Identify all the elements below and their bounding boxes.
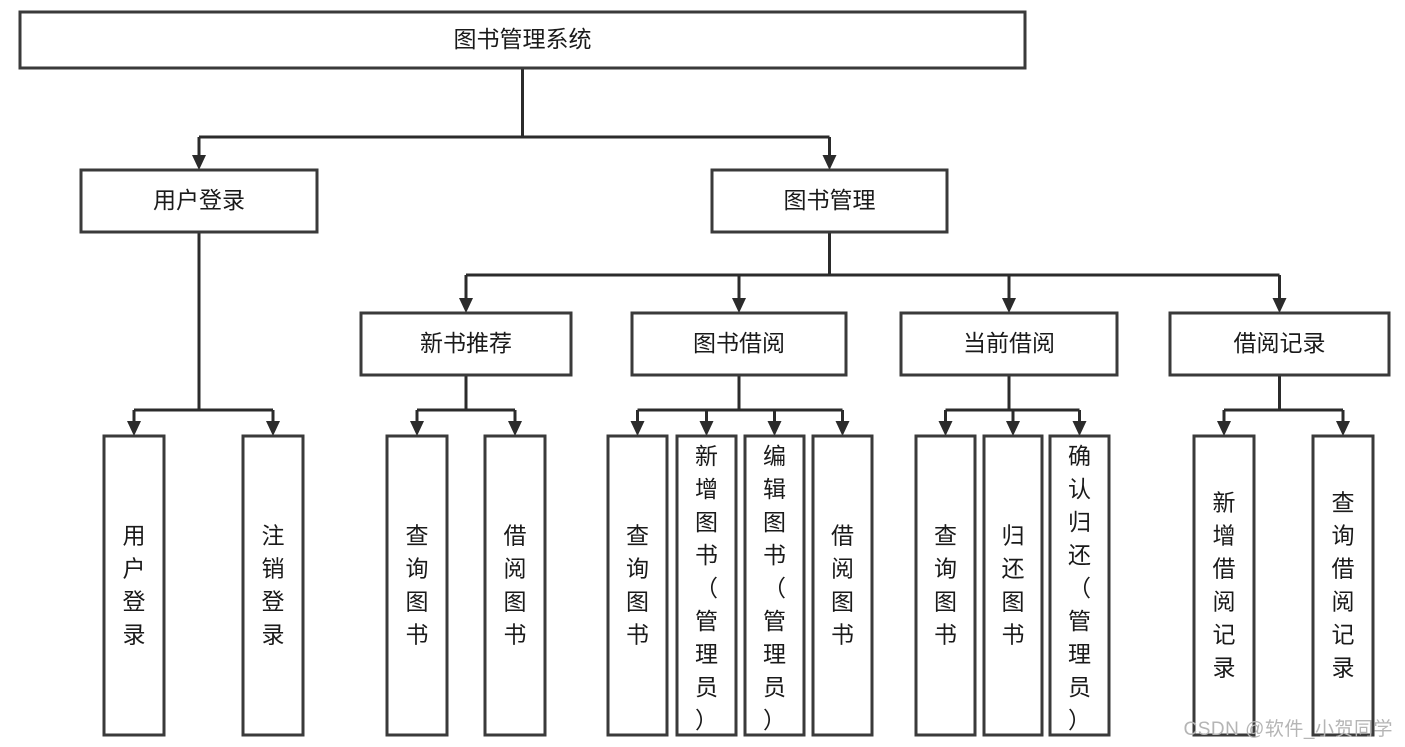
- level3-node-2-label: 当前借阅: [963, 330, 1055, 356]
- leaf-node-11-rect: [1192, 434, 1256, 737]
- arrow-0-head: [938, 421, 953, 436]
- leaf-node-3-label: 借阅图书: [504, 522, 527, 647]
- leaf-node-8-rect: [914, 434, 977, 737]
- level3-node-2[interactable]: 当前借阅: [899, 311, 1119, 377]
- arrow-0-head: [1217, 421, 1231, 436]
- level2-node-1-rect: [710, 168, 949, 234]
- level2-node-0[interactable]: 用户登录: [79, 168, 319, 234]
- leaf-node-0-label: 用户登录: [123, 522, 146, 647]
- leaf-node-9-label: 归还图书: [1002, 522, 1025, 647]
- leaf-node-0-rect: [102, 434, 166, 737]
- arrow-0-head: [127, 421, 141, 436]
- level3-node-1-label: 图书借阅: [693, 330, 785, 356]
- level2-node-1[interactable]: 图书管理: [710, 168, 949, 234]
- leaf-node-10-rect: [1048, 434, 1111, 737]
- level3-node-3[interactable]: 借阅记录: [1168, 311, 1391, 377]
- leaf-node-3-rect: [483, 434, 547, 737]
- leaf-node-1-label: 注销登录: [262, 522, 285, 647]
- arrow-3-head: [1272, 298, 1287, 313]
- level3-node-3-label: 借阅记录: [1234, 330, 1326, 356]
- root-node-label: 图书管理系统: [454, 26, 592, 52]
- level3-node-3-rect: [1168, 311, 1391, 377]
- level2-node-1-label: 图书管理: [784, 187, 876, 213]
- arrow-1-head: [699, 421, 714, 436]
- arrow-1-head: [1006, 421, 1020, 436]
- level3-node-1[interactable]: 图书借阅: [630, 311, 848, 377]
- leaf-node-8[interactable]: 查询图书: [914, 434, 977, 737]
- level3-node-0-label: 新书推荐: [420, 330, 512, 356]
- leaf-node-4-label: 查询图书: [626, 522, 649, 647]
- arrow-1-head: [508, 421, 522, 436]
- arrow-2-head: [1002, 298, 1016, 313]
- leaf-node-2-label: 查询图书: [406, 522, 429, 647]
- leaf-node-11-label: 新增借阅记录: [1213, 489, 1236, 680]
- node-layer: 图书管理系统用户登录图书管理新书推荐图书借阅当前借阅借阅记录用户登录注销登录查询…: [18, 10, 1391, 737]
- level3-node-0[interactable]: 新书推荐: [359, 311, 573, 377]
- leaf-node-7[interactable]: 借阅图书: [811, 434, 874, 737]
- leaf-node-1-rect: [241, 434, 305, 737]
- leaf-node-9[interactable]: 归还图书: [982, 434, 1044, 737]
- root-node[interactable]: 图书管理系统: [18, 10, 1027, 70]
- arrow-1-head: [732, 298, 746, 313]
- leaf-node-8-label: 查询图书: [934, 522, 957, 647]
- leaf-node-6[interactable]: 编辑图书（管理员）: [743, 434, 806, 737]
- leaf-node-4[interactable]: 查询图书: [606, 434, 669, 737]
- arrow-1-head: [1336, 421, 1350, 436]
- leaf-node-12-label: 查询借阅记录: [1332, 489, 1355, 680]
- leaf-node-1[interactable]: 注销登录: [241, 434, 305, 737]
- root-node-rect: [18, 10, 1027, 70]
- leaf-node-2-rect: [385, 434, 449, 737]
- arrow-2-head: [767, 421, 782, 436]
- leaf-node-12[interactable]: 查询借阅记录: [1311, 434, 1375, 737]
- leaf-node-10[interactable]: 确认归还（管理员）: [1048, 434, 1111, 737]
- leaf-node-6-rect: [743, 434, 806, 737]
- leaf-node-12-rect: [1311, 434, 1375, 737]
- arrow-0-head: [630, 421, 645, 436]
- level2-node-0-rect: [79, 168, 319, 234]
- leaf-node-11[interactable]: 新增借阅记录: [1192, 434, 1256, 737]
- level3-node-0-rect: [359, 311, 573, 377]
- leaf-node-7-label: 借阅图书: [831, 522, 854, 647]
- leaf-node-2[interactable]: 查询图书: [385, 434, 449, 737]
- leaf-node-5-rect: [675, 434, 738, 737]
- arrow-0-head: [459, 298, 473, 313]
- arrow-1-head: [266, 421, 280, 436]
- leaf-node-6-label: 编辑图书（管理员）: [763, 443, 786, 733]
- leaf-node-10-label: 确认归还（管理员）: [1068, 443, 1091, 733]
- leaf-node-3[interactable]: 借阅图书: [483, 434, 547, 737]
- arrow-3-head: [835, 421, 850, 436]
- arrow-1-head: [822, 155, 837, 170]
- leaf-node-5-label: 新增图书（管理员）: [695, 443, 718, 733]
- leaf-node-9-rect: [982, 434, 1044, 737]
- arrow-2-head: [1072, 421, 1087, 436]
- level2-node-0-label: 用户登录: [153, 187, 245, 213]
- arrow-0-head: [192, 155, 206, 170]
- level3-node-2-rect: [899, 311, 1119, 377]
- arrow-0-head: [410, 421, 424, 436]
- leaf-node-7-rect: [811, 434, 874, 737]
- connector-layer: [127, 68, 1350, 436]
- leaf-node-5[interactable]: 新增图书（管理员）: [675, 434, 738, 737]
- level3-node-1-rect: [630, 311, 848, 377]
- leaf-node-0[interactable]: 用户登录: [102, 434, 166, 737]
- watermark-label: CSDN @软件_小贺同学: [1183, 719, 1393, 740]
- leaf-node-4-rect: [606, 434, 669, 737]
